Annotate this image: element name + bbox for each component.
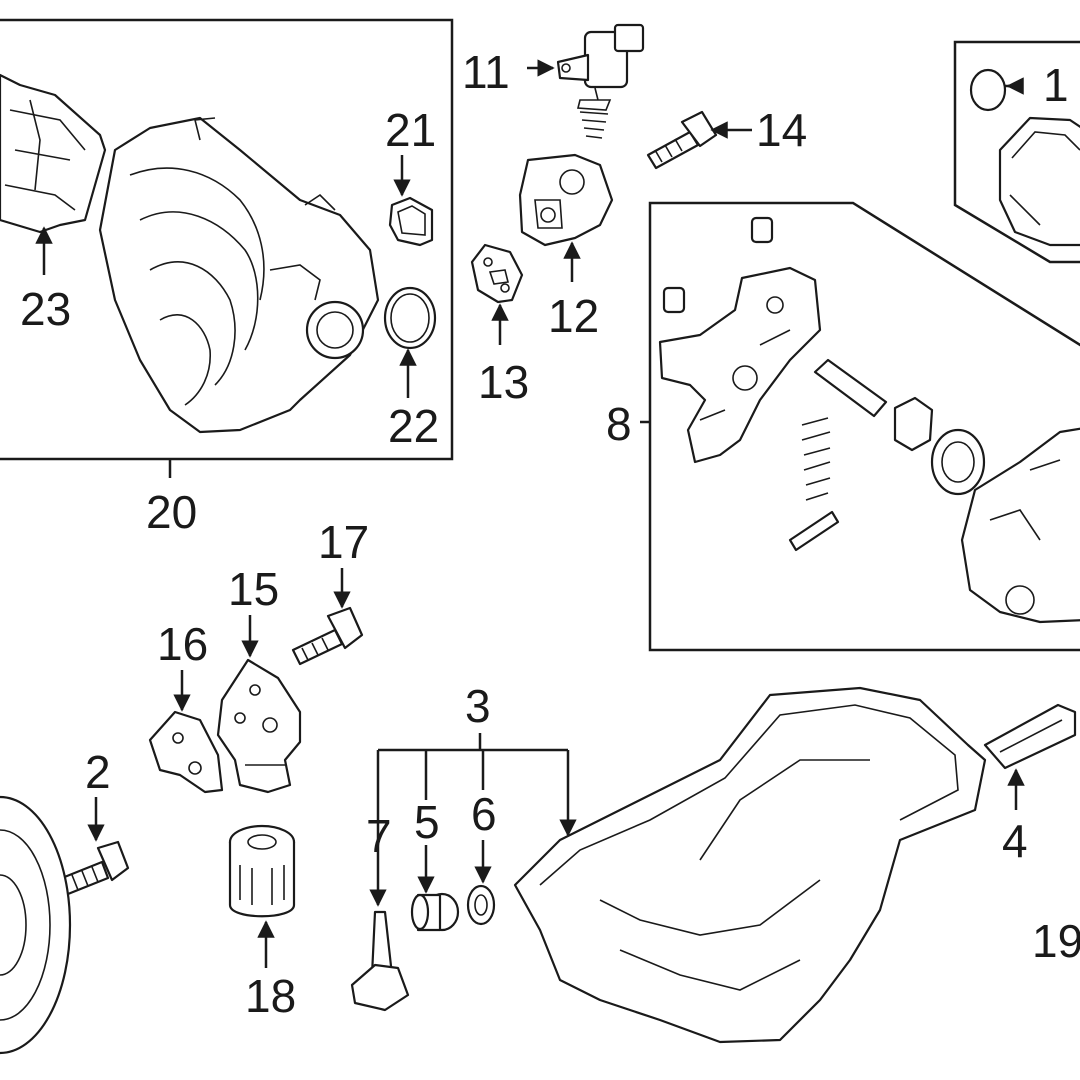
throttle-gasket-part (388, 196, 434, 247)
callout-17: 17 (318, 516, 369, 568)
callout-18: 18 (245, 970, 296, 1022)
oil-level-gauge-part (350, 910, 410, 1012)
callout-23: 23 (20, 283, 71, 335)
oil-filter-part (228, 824, 296, 918)
bolt-14-part (646, 110, 718, 170)
callout-12: 12 (548, 290, 599, 342)
callout-3: 3 (465, 680, 491, 732)
callout-7: 7 (366, 810, 392, 862)
callout-4: 4 (1002, 815, 1028, 867)
leader-lines (35, 59, 1025, 968)
callout-15: 15 (228, 563, 279, 615)
oil-control-solenoid-part (556, 23, 645, 139)
intake-manifold-part (98, 116, 380, 434)
solenoid-gasket-part (470, 243, 524, 304)
bolt-17-part (291, 606, 364, 666)
callout-16: 16 (157, 618, 208, 670)
drain-plug-washer-part (466, 884, 496, 926)
bolt-2-part (60, 840, 130, 896)
callout-1: 1 (1043, 59, 1069, 111)
timing-cover-seal-part (969, 68, 1080, 247)
crank-pulley-part (0, 795, 72, 1055)
callout-20: 20 (146, 486, 197, 538)
callout-11: 11 (462, 46, 510, 98)
engine-cover-part (0, 73, 107, 234)
oil-pump-assembly-part (658, 216, 1080, 624)
callout-6: 6 (471, 788, 497, 840)
callout-21: 21 (385, 104, 436, 156)
callout-22: 22 (388, 400, 439, 452)
oil-pan-part (513, 686, 1077, 1044)
callout-14: 14 (756, 104, 807, 156)
oil-filter-adapter-part (216, 658, 302, 794)
callout-19: 19 (1032, 915, 1080, 967)
frame-intake-manifold-group (0, 18, 454, 461)
callout-13: 13 (478, 356, 529, 408)
drain-plug-part (410, 892, 460, 932)
frame-top-right-group (953, 40, 1080, 264)
filter-adapter-gasket-part (148, 710, 224, 794)
callout-labels: 2 3 4 5 6 7 8 1 11 12 13 14 15 16 17 18 … (20, 46, 1080, 1022)
callout-5: 5 (414, 796, 440, 848)
frame-oil-pump-group (648, 201, 1080, 652)
callout-8: 8 (606, 398, 632, 450)
throttle-o-ring-part (383, 286, 437, 350)
solenoid-housing-part (518, 153, 614, 247)
callout-2: 2 (85, 746, 111, 798)
